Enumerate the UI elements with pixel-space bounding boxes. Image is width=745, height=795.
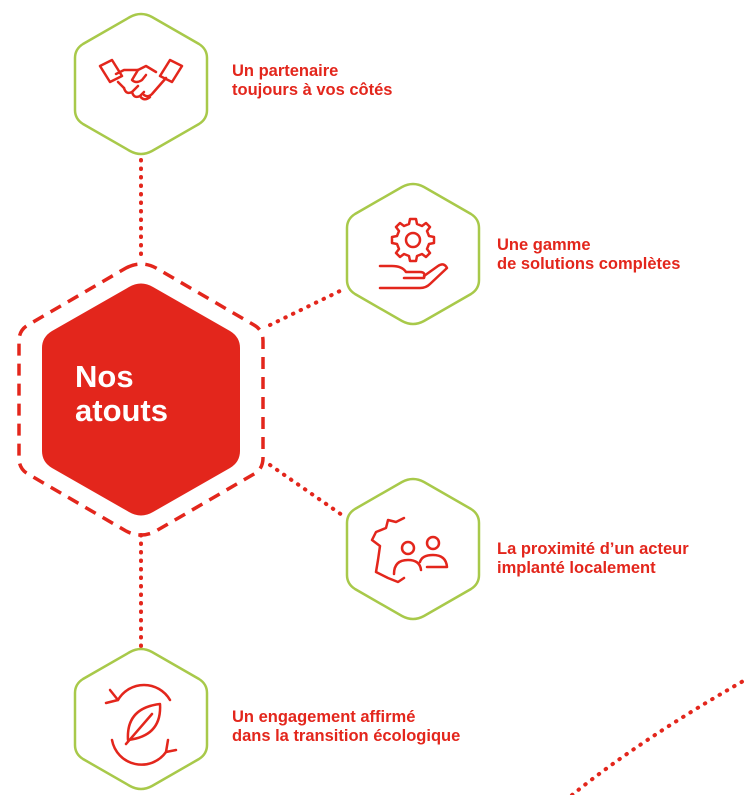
label-partner-line1: Un partenaire [232, 62, 339, 80]
label-ecology-line1: Un engagement affirmé [232, 708, 416, 726]
center-title-line2: atouts [75, 393, 168, 428]
label-proximity: La proximité d’un acteur implanté locale… [497, 540, 689, 578]
handshake-icon [98, 58, 184, 101]
hex-outline-ecology [73, 647, 209, 791]
label-solutions-line1: Une gamme [497, 236, 591, 254]
label-proximity-line1: La proximité d’un acteur [497, 540, 689, 558]
hex-item-partner [73, 12, 209, 156]
leaf-cycle-icon [104, 683, 178, 766]
label-solutions-line2: de solutions complètes [497, 255, 681, 273]
hex-outline-partner [73, 12, 209, 156]
hex-item-proximity [345, 477, 481, 621]
label-proximity-line2: implanté localement [497, 559, 656, 577]
label-ecology-line2: dans la transition écologique [232, 727, 461, 745]
hex-item-solutions [345, 182, 481, 326]
decorative-dotted-curve [570, 678, 745, 795]
center-hexagon-dashed-outline [17, 262, 265, 537]
center-title: Nos atouts [75, 360, 168, 428]
center-hexagon-fill [42, 283, 240, 516]
france-people-icon [370, 516, 449, 584]
hex-outline-solutions [345, 182, 481, 326]
connector-right-lower [268, 463, 344, 517]
label-partner: Un partenaire toujours à vos côtés [232, 62, 392, 100]
center-hexagon [17, 262, 265, 537]
connector-right-upper [268, 288, 344, 327]
label-ecology: Un engagement affirmé dans la transition… [232, 708, 460, 746]
hex-item-ecology [73, 647, 209, 791]
label-solutions: Une gamme de solutions complètes [497, 236, 680, 274]
label-partner-line2: toujours à vos côtés [232, 81, 393, 99]
center-title-line1: Nos [75, 359, 134, 394]
gear-hand-icon [378, 217, 449, 290]
connectors [139, 158, 344, 649]
